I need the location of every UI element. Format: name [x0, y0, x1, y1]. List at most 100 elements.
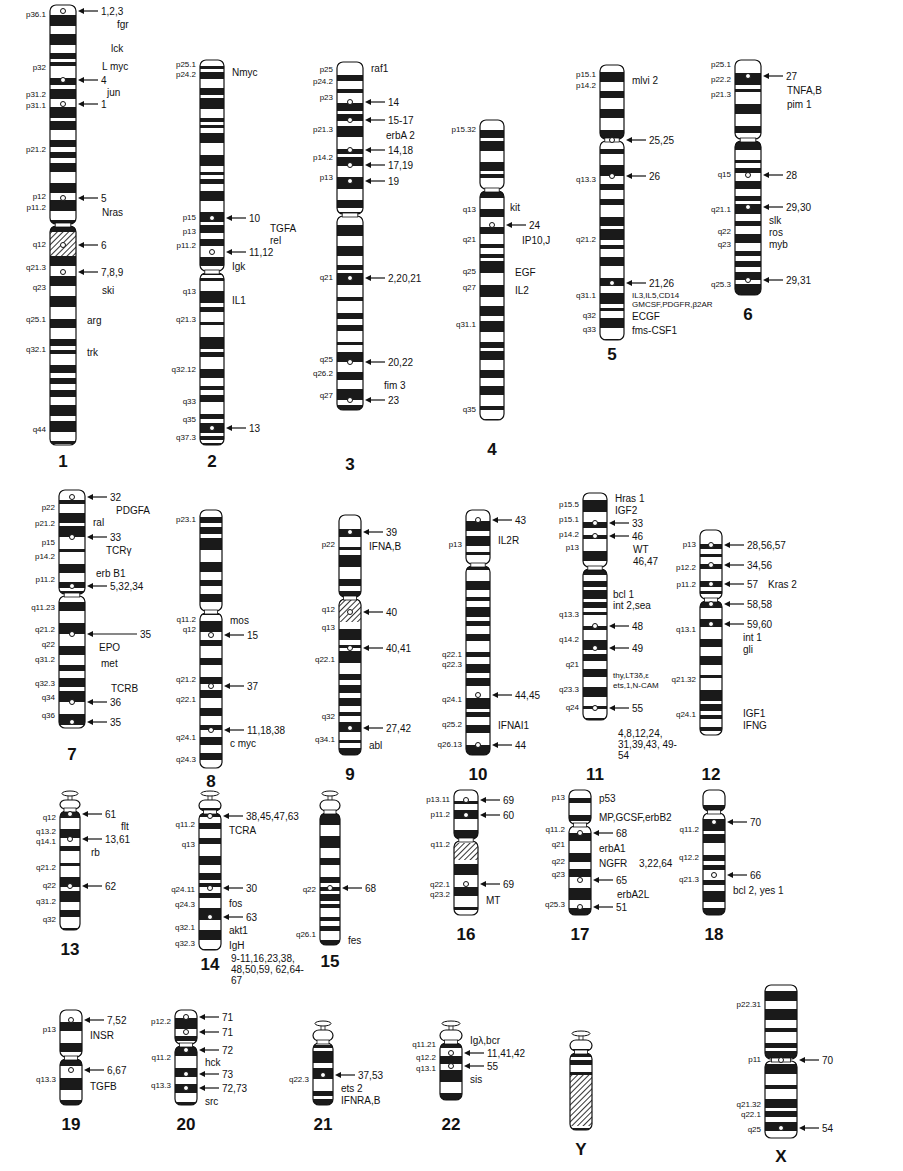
band-label: q21	[565, 661, 580, 670]
band-label: p31.1	[25, 102, 47, 111]
arrow-head	[87, 583, 93, 589]
gene-label: IFNAI1	[497, 720, 530, 731]
dark-band	[600, 91, 624, 98]
centromere	[324, 810, 336, 814]
locus-marker	[746, 205, 751, 210]
chromosome	[569, 790, 591, 920]
satellite-stalk	[579, 1036, 580, 1040]
callout-number: 5,32,34	[109, 581, 144, 592]
satellite-stalk	[208, 796, 209, 800]
band-label: q11.2	[175, 821, 196, 830]
locus-marker	[709, 582, 714, 587]
dark-band	[50, 121, 76, 130]
pointer-arrow	[368, 727, 383, 728]
callout-number: 13	[248, 423, 261, 434]
pointer-arrow	[598, 879, 613, 880]
pointer-arrow	[92, 721, 107, 722]
gene-label: fos	[228, 898, 243, 909]
band-label: q21	[551, 841, 566, 850]
dark-band	[337, 225, 363, 236]
locus-marker	[348, 118, 353, 123]
dark-band	[454, 830, 478, 838]
callout-number: 54	[821, 1123, 834, 1134]
dark-band	[60, 910, 80, 917]
satellite	[201, 791, 219, 796]
chromosome-outline	[60, 1010, 82, 1057]
gene-label: erbA 2	[385, 130, 416, 141]
band-label: q36	[41, 712, 56, 721]
callout-number: 58,58	[746, 599, 773, 610]
satellite-stalk	[321, 1026, 322, 1030]
dark-band	[466, 597, 490, 601]
callout-number: 37	[246, 681, 259, 692]
gene-label: erb B1	[95, 568, 126, 579]
dark-band	[600, 184, 624, 190]
arrow-head	[492, 692, 498, 698]
gene-label: abl	[368, 740, 383, 751]
dark-band	[50, 107, 76, 118]
chromosome	[199, 791, 221, 959]
chromosome-outline	[569, 826, 591, 915]
dark-band	[199, 873, 221, 880]
band-label: q13	[462, 206, 477, 215]
gene-label: met	[100, 658, 119, 669]
band-label: q13.1	[415, 1065, 437, 1074]
dark-band	[199, 856, 221, 865]
dark-band	[50, 441, 76, 444]
dark-band	[200, 621, 222, 632]
pointer-arrow	[768, 279, 783, 280]
pointer-arrow	[368, 611, 383, 612]
dark-band	[337, 372, 363, 380]
chromosome-outline	[320, 813, 340, 945]
locus-marker	[68, 884, 73, 889]
dark-band	[337, 246, 363, 256]
band-label: q22	[302, 886, 317, 895]
gene-label: TCRA	[228, 825, 257, 836]
arrow-head	[365, 275, 371, 281]
dark-band	[569, 888, 591, 900]
band-label: p31.2	[25, 91, 47, 100]
gene-label: akt1	[228, 925, 249, 936]
dark-band	[50, 140, 76, 147]
chromosome-bands	[199, 800, 221, 959]
centromere	[317, 1040, 329, 1044]
callout-number: 61	[104, 809, 117, 820]
dark-band	[320, 926, 340, 931]
gene-label: EPO	[98, 642, 121, 653]
satellite	[572, 1031, 590, 1036]
dark-band	[200, 538, 222, 550]
band-label: q22.1	[429, 881, 451, 890]
gene-label: NGFR	[598, 858, 628, 869]
dark-band	[583, 640, 607, 650]
dark-band	[175, 1084, 197, 1093]
locus-marker	[184, 1030, 189, 1035]
band-ground	[313, 1030, 333, 1105]
dark-band	[200, 658, 222, 665]
dark-band	[480, 306, 504, 316]
pointer-arrow	[204, 1087, 219, 1088]
callout-number: 62	[104, 881, 117, 892]
dark-band	[337, 200, 363, 208]
callout-number: 32	[109, 492, 122, 503]
dark-band	[466, 581, 490, 590]
band-ground	[765, 985, 797, 1138]
arrow-head	[226, 249, 232, 255]
arrow-head	[365, 117, 371, 123]
dark-band	[735, 89, 761, 92]
band-label: q26.2	[312, 370, 334, 379]
dark-band	[570, 1060, 592, 1065]
chromosome-number: 19	[61, 1116, 82, 1135]
dark-band	[466, 552, 490, 555]
chromosome-outline	[765, 1061, 797, 1138]
arrow-head	[464, 1063, 470, 1069]
locus-marker	[348, 276, 353, 281]
pointer-arrow	[485, 814, 500, 815]
callout-number: 28	[785, 170, 798, 181]
centromere	[459, 838, 473, 842]
arrow-head	[199, 1047, 205, 1053]
chromosome-outline	[480, 191, 504, 420]
dark-band	[600, 199, 624, 205]
dark-band	[600, 149, 624, 154]
dark-band	[480, 261, 504, 273]
callout-number: 15	[246, 630, 259, 641]
